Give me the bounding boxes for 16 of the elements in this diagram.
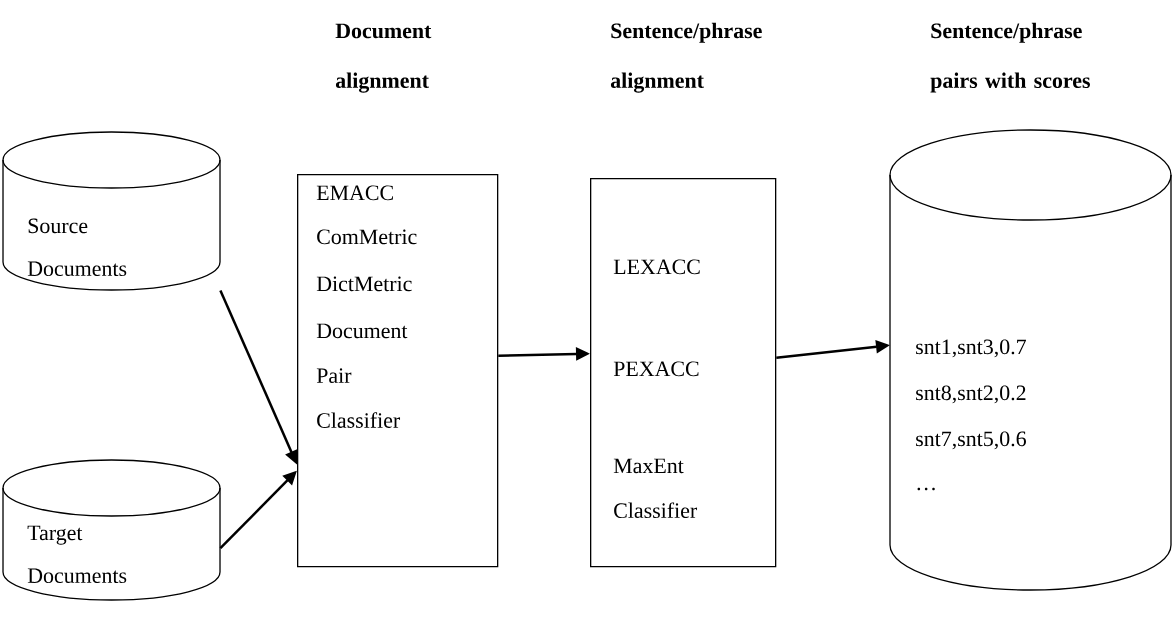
item-label: DictMetric xyxy=(316,276,412,292)
item-label: ComMetric xyxy=(317,229,417,245)
heading: Sentence/phrase alignment xyxy=(610,22,762,93)
item-label: snt7,snt5,0.6 xyxy=(916,431,1026,450)
item-label: Source Documents xyxy=(27,218,127,277)
item-label: MaxEnt Classifier xyxy=(613,458,698,519)
item-label: PEXACC xyxy=(613,361,699,377)
heading: Sentence/phrase pairs with scores xyxy=(930,22,1090,93)
heading: Document alignment xyxy=(335,23,432,93)
item-label: EMACC xyxy=(316,185,393,201)
item-label: LEXACC xyxy=(613,259,700,275)
item-label: Document Pair Classifier xyxy=(316,323,408,428)
item-label: … xyxy=(917,487,935,491)
item-label: snt1,snt3,0.7 xyxy=(916,339,1026,358)
item-label: Target Documents xyxy=(27,525,127,584)
item-label: snt8,snt2,0.2 xyxy=(916,385,1026,404)
